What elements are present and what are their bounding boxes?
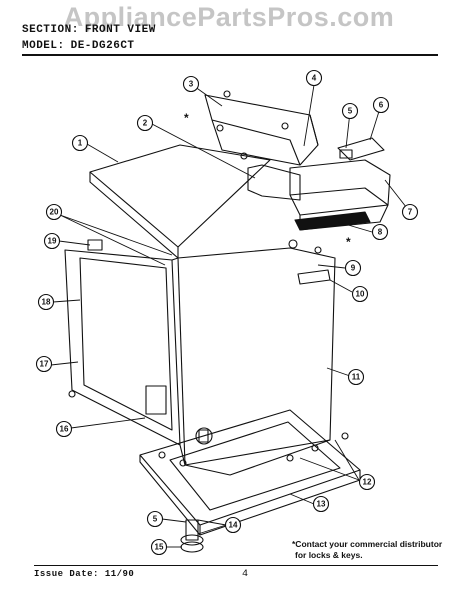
callout-14 [224, 516, 242, 534]
callout-8 [371, 223, 389, 241]
asterisk-marker: * [346, 235, 351, 249]
page-number: 4 [242, 569, 249, 580]
callout-5b [146, 510, 164, 528]
callout-1 [71, 134, 89, 152]
top-panel-edge [89, 172, 179, 259]
callout-20 [45, 203, 63, 221]
lock-nut [288, 239, 298, 249]
screw [240, 152, 248, 160]
callout-label-5b: 5 [153, 515, 158, 524]
issue-label: Issue Date: [34, 569, 99, 579]
coin-drawer-slot [294, 211, 371, 231]
callout-label-1: 1 [78, 139, 83, 148]
lock-plate [337, 137, 385, 161]
lock-cylinder [339, 149, 353, 159]
door-handle [87, 239, 103, 251]
callout-label-16: 16 [60, 425, 69, 434]
note-line-1: *Contact your commercial distributor [292, 539, 443, 549]
callout-label-5: 5 [348, 107, 353, 116]
issue-date: Issue Date: 11/90 [34, 569, 134, 579]
callout-label-17: 17 [40, 360, 49, 369]
base-inner [169, 421, 341, 511]
cabinet-front-edge [177, 257, 186, 466]
callout-label-10: 10 [356, 290, 365, 299]
screw [158, 451, 166, 459]
control-hood-side [309, 114, 319, 146]
screw [179, 459, 187, 467]
footer-rule [34, 565, 438, 566]
callout-13 [312, 495, 330, 513]
callout-label-2: 2 [143, 119, 148, 128]
callout-5 [341, 102, 359, 120]
leveling-leg [185, 519, 199, 541]
callout-9 [344, 259, 362, 277]
watermark: AppliancePartsPros.com [63, 2, 395, 32]
screw [286, 454, 294, 462]
callout-2 [136, 114, 154, 132]
callout-label-11: 11 [352, 373, 361, 382]
callout-18 [37, 293, 55, 311]
section-header: SECTION: FRONT VIEW [22, 24, 156, 36]
callout-label-6: 6 [379, 101, 384, 110]
top-panel [89, 144, 271, 248]
issue-date-value: 11/90 [104, 569, 135, 579]
callout-label-13: 13 [317, 500, 326, 509]
door-panel [79, 257, 173, 431]
callout-label-7: 7 [408, 208, 413, 217]
callout-6 [372, 96, 390, 114]
callout-17 [35, 355, 53, 373]
cabinet-corner [171, 257, 179, 261]
model-label: MODEL: [22, 40, 65, 52]
callout-label-19: 19 [48, 237, 57, 246]
callout-3 [182, 75, 200, 93]
cabinet-bottom-edge [184, 439, 331, 476]
leveling-foot-top [180, 534, 204, 546]
callout-label-20: 20 [50, 208, 59, 217]
callout-11 [347, 368, 365, 386]
screw [216, 124, 224, 132]
side-access-cover [198, 429, 209, 443]
cabinet-side [177, 247, 336, 466]
section-value: FRONT VIEW [84, 24, 156, 36]
base-frame-front [139, 455, 201, 536]
front-panel [64, 249, 181, 446]
base-frame-edge [199, 470, 361, 536]
callout-10 [351, 285, 369, 303]
screw [314, 246, 322, 254]
screw [223, 90, 231, 98]
screw [311, 444, 319, 452]
control-hood-face [211, 119, 301, 166]
screw [281, 122, 289, 130]
callout-7 [401, 203, 419, 221]
header-rule [22, 54, 438, 56]
distributor-note: *Contact your commercial distributor for… [292, 539, 458, 561]
screw [341, 432, 349, 440]
lint-access-panel [145, 385, 167, 415]
model-value: DE-DG26CT [70, 40, 135, 52]
callout-label-3: 3 [189, 80, 194, 89]
coin-box-edge [289, 187, 389, 206]
callout-label-8: 8 [378, 228, 383, 237]
note-line-2: for locks & keys. [295, 550, 363, 560]
asterisk-marker: * [184, 111, 189, 125]
callout-4 [305, 69, 323, 87]
callout-label-9: 9 [351, 264, 356, 273]
section-label: SECTION: [22, 24, 79, 36]
side-access-port [195, 427, 213, 445]
callout-19 [43, 232, 61, 250]
callout-label-15: 15 [155, 543, 164, 552]
callout-16 [55, 420, 73, 438]
callout-label-4: 4 [312, 74, 317, 83]
bracket [297, 269, 331, 285]
callout-15 [150, 538, 168, 556]
model-header: MODEL: DE-DG26CT [22, 40, 135, 52]
screw [68, 390, 76, 398]
coin-box [289, 159, 391, 216]
callout-label-14: 14 [229, 521, 238, 530]
callout-label-12: 12 [363, 478, 372, 487]
callout-label-18: 18 [42, 298, 51, 307]
callout-12 [358, 473, 376, 491]
control-panel-bracket [247, 164, 301, 201]
